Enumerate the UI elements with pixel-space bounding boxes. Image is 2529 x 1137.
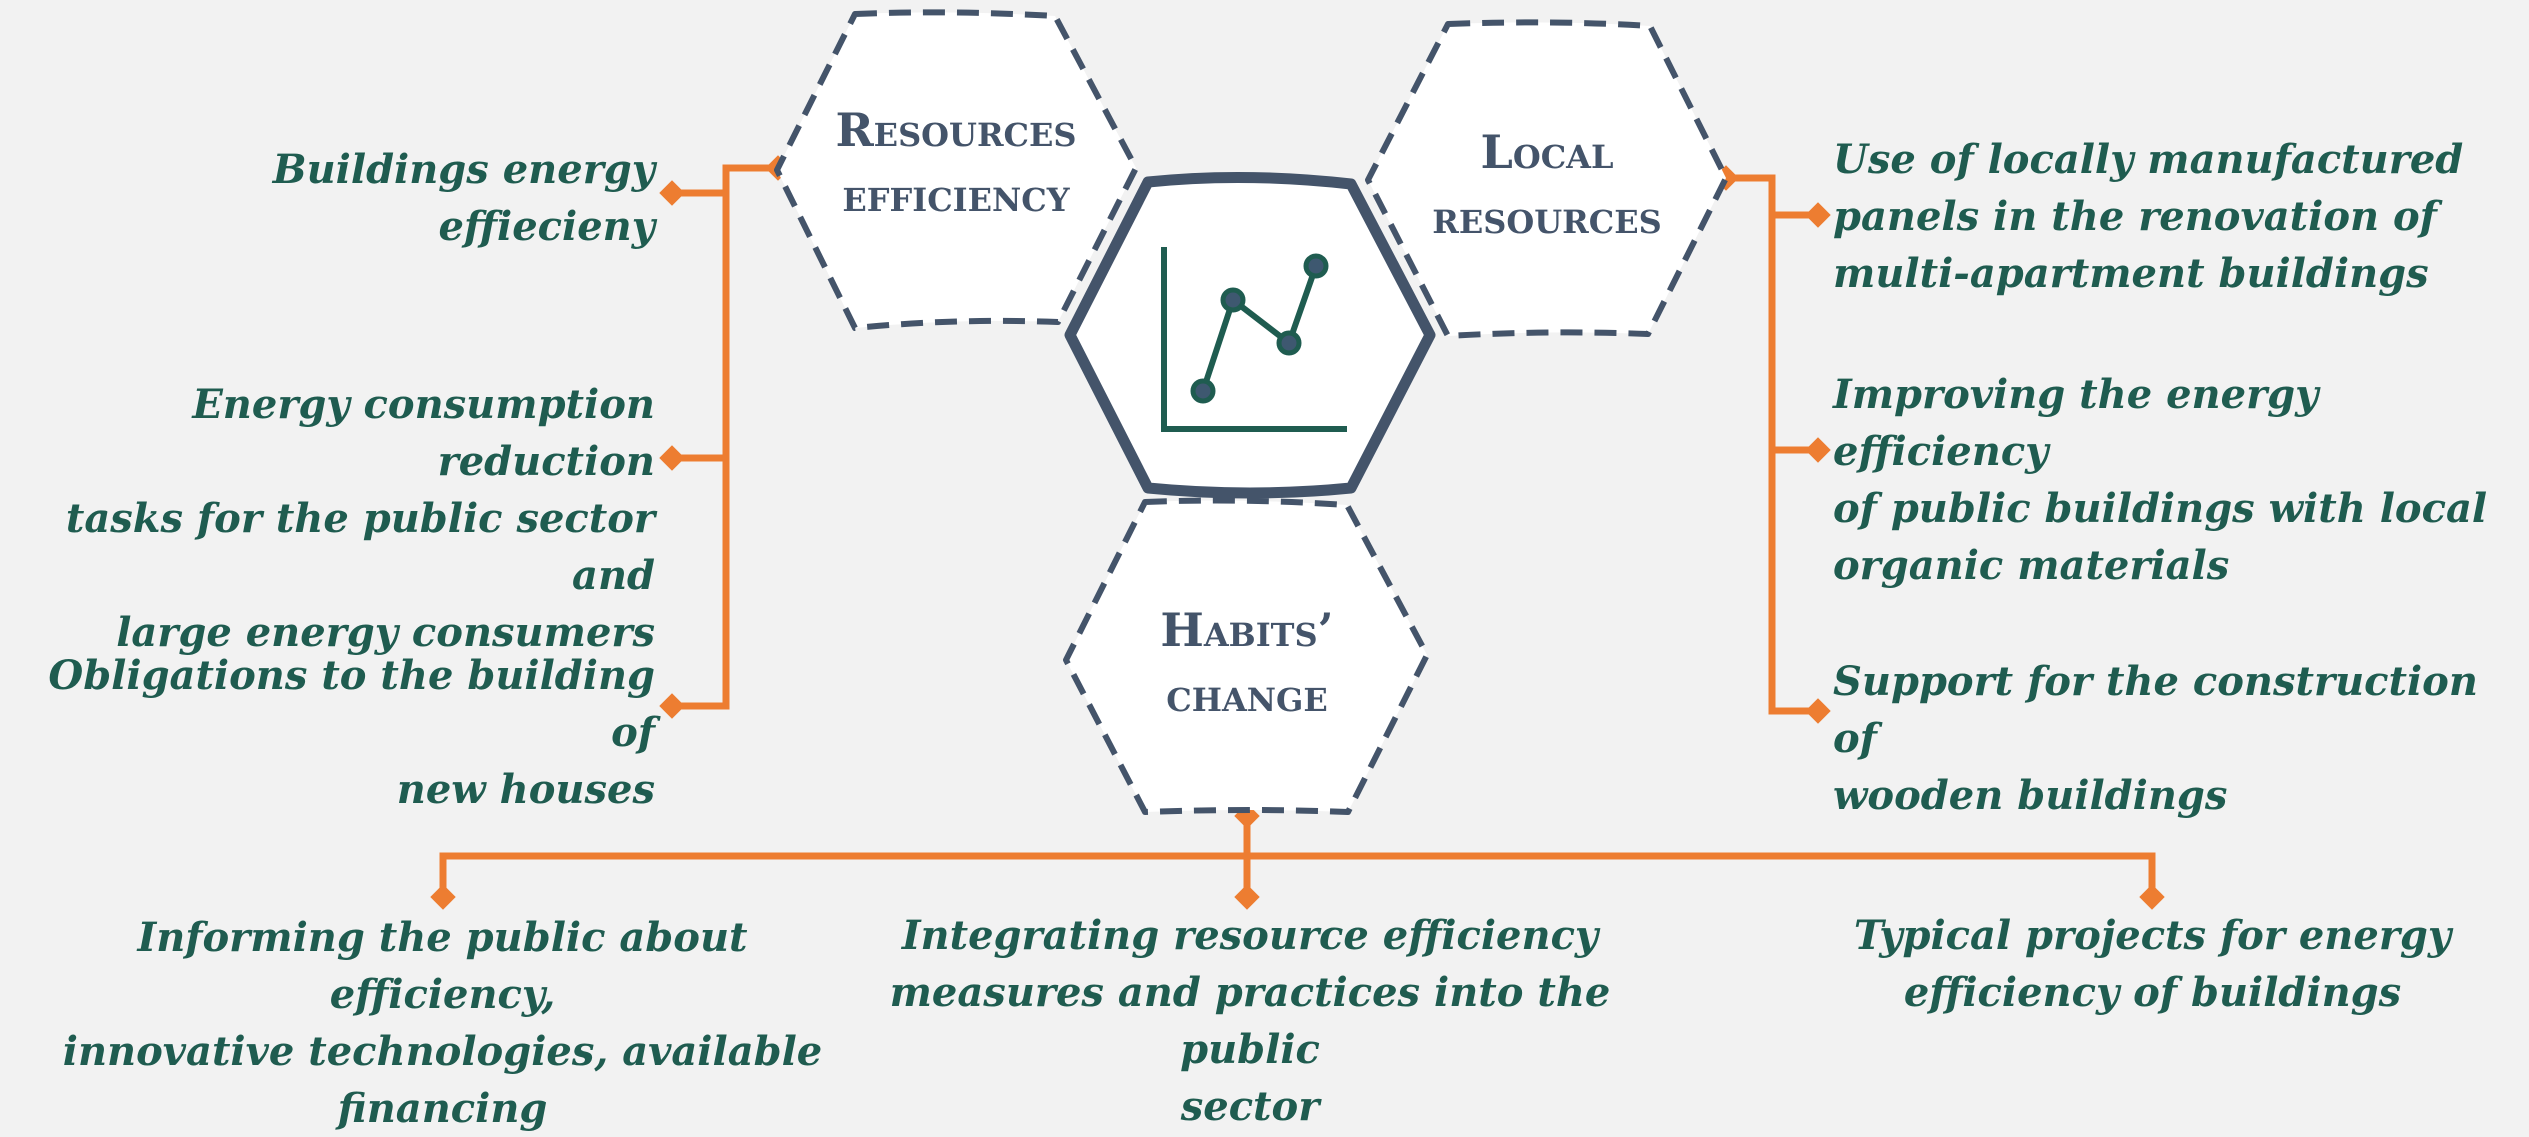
marker-left-3	[659, 693, 685, 719]
right-connector-trunk	[1726, 174, 1818, 715]
diagram-canvas	[430, 9, 2165, 910]
left-item-energy-consumption-reduction: Energy consumption reduction tasks for t…	[65, 381, 655, 656]
hexagon-label-habits-change: Habits’ change	[1160, 603, 1334, 722]
hexagon-habits-change	[1063, 497, 1430, 815]
bottom-item-integrating-public-sector: Integrating resource efficiency measures…	[889, 912, 1611, 1130]
right-item-organic-materials: Improving the energy efficiency of publi…	[1833, 371, 2488, 589]
left-item-building-obligations: Obligations to the building of new house…	[48, 652, 655, 813]
hexagon-resources-efficiency	[774, 9, 1139, 331]
hexagon-local-resources	[1365, 19, 1729, 339]
marker-bottom-3	[2139, 884, 2165, 910]
marker-right-2	[1805, 437, 1831, 463]
right-item-local-panels: Use of locally manufactured panels in th…	[1833, 136, 2464, 297]
bottom-item-informing-public: Informing the public about efficiency, i…	[62, 914, 823, 1132]
left-connector-trunk	[672, 164, 778, 710]
marker-left-1	[659, 180, 685, 206]
left-item-buildings-energy: Buildings energy effiecieny	[272, 146, 655, 250]
hexagon-label-resources-efficiency: Resources efficiency	[835, 103, 1077, 222]
marker-left-2	[659, 445, 685, 471]
right-item-wooden-buildings: Support for the construction of wooden b…	[1833, 658, 2478, 819]
hexagon-label-local-resources: Local resources	[1432, 125, 1662, 244]
marker-bottom-1	[430, 884, 456, 910]
line-chart-icon	[1161, 247, 1347, 432]
marker-bottom-2	[1234, 884, 1260, 910]
hexagon-center	[1064, 171, 1436, 499]
marker-right-1	[1805, 202, 1831, 228]
bottom-item-typical-projects: Typical projects for energy efficiency o…	[1853, 912, 2452, 1016]
bottom-connector-bar	[439, 852, 2156, 895]
marker-right-3	[1805, 698, 1831, 724]
